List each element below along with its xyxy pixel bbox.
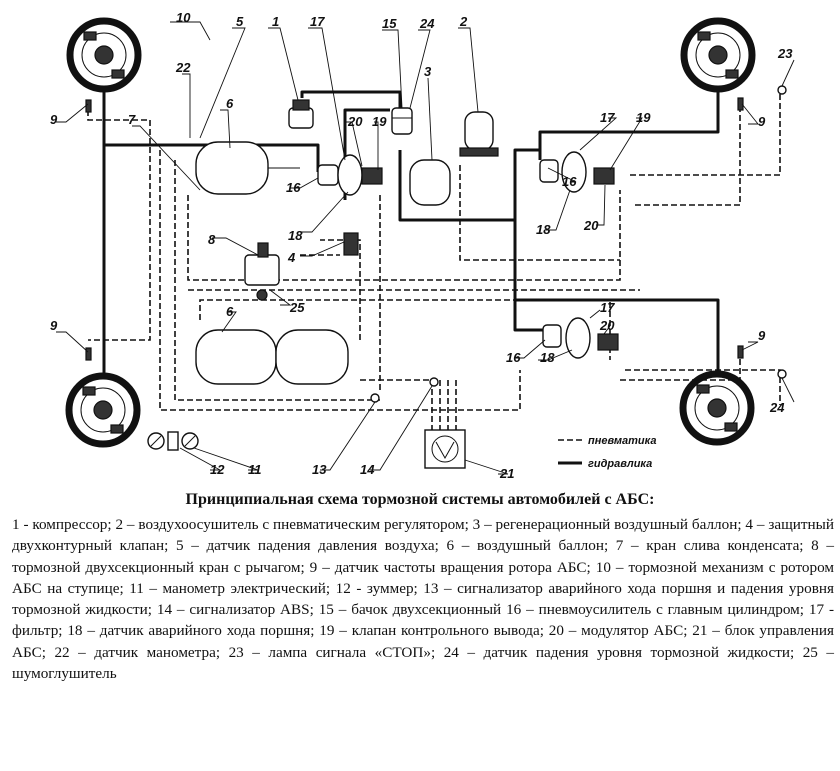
- label-18-right-upper: 18: [536, 222, 551, 237]
- label-8: 8: [208, 232, 216, 247]
- label-2: 2: [459, 14, 468, 29]
- legend-pneumatic-label: пневматика: [588, 435, 656, 447]
- label-19-front: 19: [372, 114, 387, 129]
- label-1: 1: [272, 14, 279, 29]
- abs-speed-sensors: [85, 97, 744, 361]
- wheel-front-left: [66, 17, 142, 93]
- air-tank-lower-left: [195, 329, 277, 385]
- label-7: 7: [128, 112, 136, 127]
- label-17-front: 17: [310, 14, 325, 29]
- brake-valve: [244, 242, 280, 301]
- label-14: 14: [360, 462, 375, 477]
- abs-control-unit: [424, 429, 466, 469]
- label-22: 22: [175, 60, 191, 75]
- label-9-fr: 9: [758, 114, 766, 129]
- label-11: 11: [248, 462, 262, 477]
- brake-system-diagram: 10 5 1 17 15 24 2 3 22 6 7 9 9 9 9 23 24…: [50, 10, 795, 481]
- booster-front: [317, 154, 383, 196]
- booster-right-lower: [542, 317, 619, 359]
- line-legend: пневматика гидравлика: [558, 435, 656, 470]
- label-25: 25: [289, 300, 305, 315]
- label-18-front: 18: [288, 228, 303, 243]
- label-21: 21: [499, 466, 514, 481]
- label-18-right-lower: 18: [540, 350, 555, 365]
- label-24-top: 24: [419, 16, 435, 31]
- label-6-bottom: 6: [226, 304, 234, 319]
- air-tank-lower-right: [275, 329, 349, 385]
- regeneration-air-tank: [409, 159, 451, 206]
- label-17-right-upper: 17: [600, 110, 615, 125]
- air-tank-upper: [195, 141, 300, 195]
- wheel-rear-right: [679, 370, 755, 446]
- label-5: 5: [236, 14, 244, 29]
- label-4: 4: [287, 250, 296, 265]
- label-16-right-upper: 16: [562, 174, 577, 189]
- label-19-right: 19: [636, 110, 651, 125]
- label-6-top: 6: [226, 96, 234, 111]
- label-20-right-upper: 20: [583, 218, 599, 233]
- label-16-front: 16: [286, 180, 301, 195]
- label-16-right-lower: 16: [506, 350, 521, 365]
- wheel-rear-left: [65, 372, 141, 448]
- label-10: 10: [176, 10, 191, 25]
- label-9-rl: 9: [50, 318, 58, 333]
- label-23: 23: [777, 46, 793, 61]
- caption-title: Принципиальная схема тормозной системы а…: [185, 491, 655, 508]
- label-24-bottom: 24: [769, 400, 785, 415]
- part-numbers: 10 5 1 17 15 24 2 3 22 6 7 9 9 9 9 23 24…: [50, 10, 793, 481]
- legend-hydraulic-label: гидравлика: [588, 458, 652, 470]
- label-9-rr: 9: [758, 328, 766, 343]
- label-13: 13: [312, 462, 327, 477]
- fluid-reservoir: [391, 107, 413, 135]
- pneumatic-lines: [87, 90, 781, 430]
- protection-valve: [343, 232, 359, 256]
- booster-right-upper: [539, 151, 615, 193]
- label-12: 12: [210, 462, 225, 477]
- label-3: 3: [424, 64, 432, 79]
- label-15: 15: [382, 16, 397, 31]
- compressor: [288, 99, 314, 129]
- gauge-and-buzzer: [147, 431, 199, 451]
- leader-lines: [56, 21, 795, 475]
- label-20-right-lower: 20: [599, 318, 615, 333]
- label-20-front: 20: [347, 114, 363, 129]
- label-17-right-lower: 17: [600, 300, 615, 315]
- air-dryer: [459, 111, 499, 157]
- caption-legend-text: 1 - компрессор; 2 – воздухоосушитель с п…: [12, 516, 834, 683]
- wheel-front-right: [680, 17, 756, 93]
- figure-caption: Принципиальная схема тормозной системы а…: [0, 490, 840, 684]
- label-9-fl: 9: [50, 112, 58, 127]
